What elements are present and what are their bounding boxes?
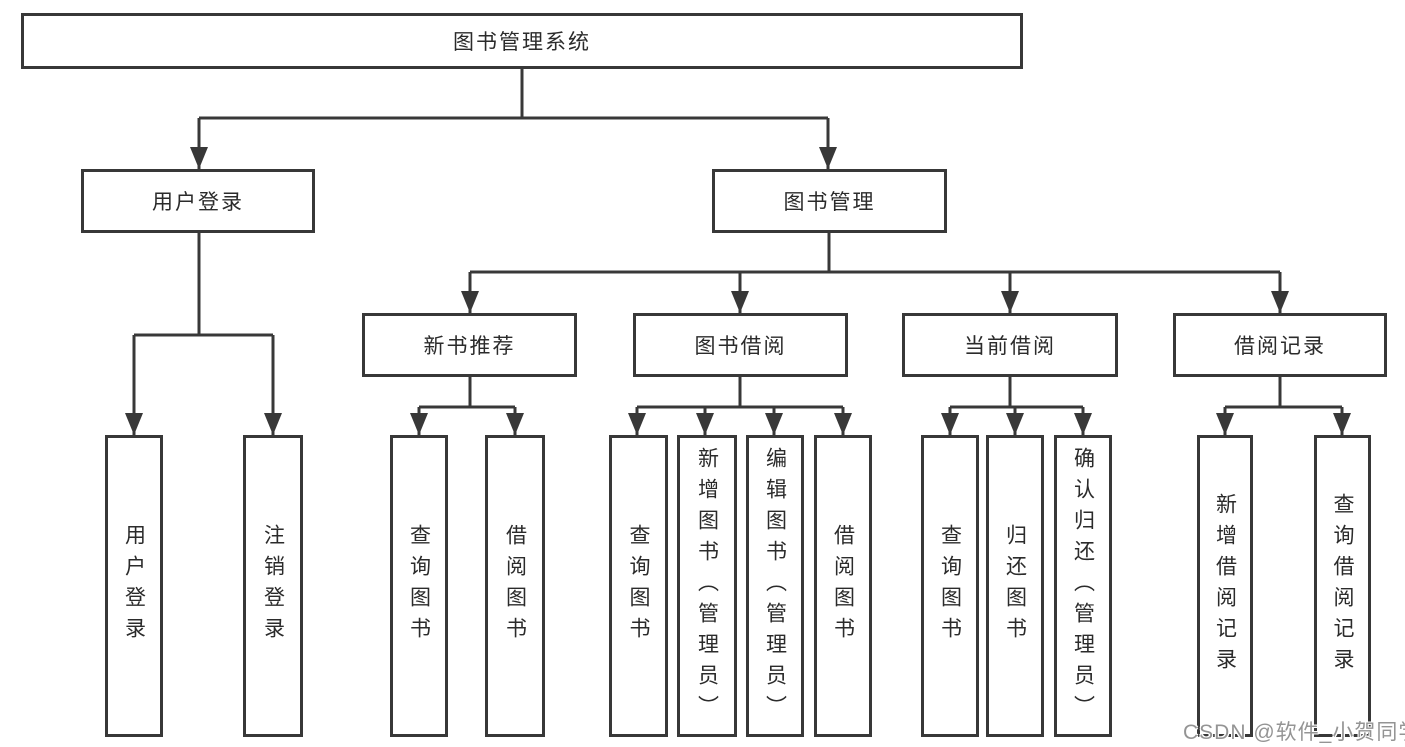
leaf-newbook-borrow: 借阅图书 [485, 435, 545, 737]
leaf-newbook-query-label: 查询图书 [407, 524, 431, 648]
node-book-management: 图书管理 [712, 169, 947, 233]
leaf-current-query-label: 查询图书 [938, 524, 962, 648]
leaf-current-return: 归还图书 [986, 435, 1044, 737]
node-book-borrow: 图书借阅 [633, 313, 848, 377]
leaf-newbook-borrow-label: 借阅图书 [503, 524, 527, 648]
node-book-borrow-label: 图书借阅 [694, 335, 787, 358]
leaf-borrow-edit-admin: 编辑图书（管理员） [746, 435, 804, 737]
node-current-borrow: 当前借阅 [902, 313, 1118, 377]
node-borrow-records: 借阅记录 [1173, 313, 1387, 377]
leaf-current-return-label: 归还图书 [1003, 524, 1027, 648]
leaf-current-confirm-admin-label: 确认归还（管理员） [1071, 446, 1095, 726]
leaf-logout-label: 注销登录 [261, 524, 285, 648]
node-new-book-recommend: 新书推荐 [362, 313, 577, 377]
leaf-newbook-query: 查询图书 [390, 435, 448, 737]
leaf-borrow-query-label: 查询图书 [627, 524, 650, 648]
leaf-records-query: 查询借阅记录 [1314, 435, 1371, 737]
node-user-login: 用户登录 [81, 169, 315, 233]
node-book-management-label: 图书管理 [783, 191, 876, 214]
connector-trunks [134, 69, 1342, 409]
leaf-user-login-label: 用户登录 [122, 524, 146, 648]
leaf-borrow-query: 查询图书 [609, 435, 668, 737]
leaf-records-add: 新增借阅记录 [1197, 435, 1253, 737]
node-current-borrow-label: 当前借阅 [964, 335, 1056, 358]
node-borrow-records-label: 借阅记录 [1234, 335, 1326, 358]
leaf-records-query-label: 查询借阅记录 [1331, 493, 1354, 679]
leaf-logout: 注销登录 [243, 435, 303, 737]
leaf-borrow-borrow-label: 借阅图书 [831, 524, 855, 648]
leaf-records-add-label: 新增借阅记录 [1213, 493, 1237, 679]
leaf-current-confirm-admin: 确认归还（管理员） [1054, 435, 1112, 737]
csdn-watermark: CSDN @软件_小贺同学 [1183, 721, 1405, 744]
leaf-borrow-add-admin: 新增图书（管理员） [677, 435, 737, 737]
leaf-borrow-borrow: 借阅图书 [814, 435, 872, 737]
node-user-login-label: 用户登录 [152, 191, 244, 214]
node-root-system: 图书管理系统 [21, 13, 1023, 69]
node-new-book-recommend-label: 新书推荐 [423, 335, 516, 358]
leaf-borrow-edit-admin-label: 编辑图书（管理员） [763, 446, 787, 726]
leaf-user-login: 用户登录 [105, 435, 163, 737]
leaf-current-query: 查询图书 [921, 435, 979, 737]
leaf-borrow-add-admin-label: 新增图书（管理员） [695, 446, 719, 726]
node-root-label: 图书管理系统 [453, 31, 591, 54]
